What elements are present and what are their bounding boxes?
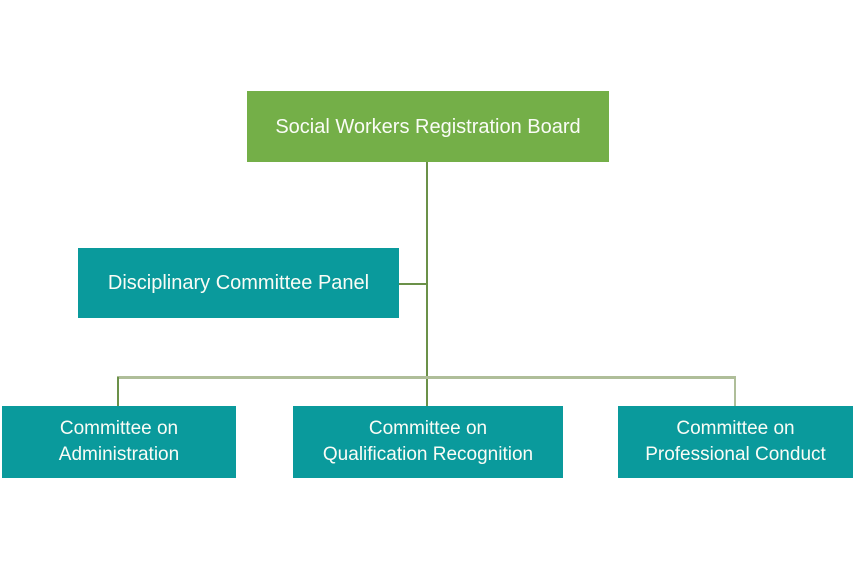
org-node-registration-board: Social Workers Registration Board bbox=[247, 91, 609, 162]
org-node-committee-professional-conduct: Committee on Professional Conduct bbox=[618, 406, 853, 478]
org-node-label-line: Committee on bbox=[59, 418, 179, 439]
connector-panel-branch bbox=[399, 283, 426, 285]
org-node-disciplinary-committee-panel: Disciplinary Committee Panel bbox=[78, 248, 399, 318]
connector-drop-left bbox=[117, 377, 119, 406]
org-node-label-line: Administration bbox=[58, 444, 180, 465]
org-node-label-line: Committee on bbox=[368, 418, 488, 439]
connector-drop-right bbox=[734, 377, 736, 406]
org-node-label: Disciplinary Committee Panel bbox=[107, 272, 370, 294]
org-node-label-line: Professional Conduct bbox=[645, 444, 826, 465]
org-node-label-line: Committee on bbox=[676, 418, 795, 439]
connector-root-to-children bbox=[426, 162, 428, 406]
org-node-label-line: Qualification Recognition bbox=[322, 444, 534, 465]
org-node-committee-qualification-recognition: Committee on Qualification Recognition bbox=[293, 406, 563, 478]
connector-children-horizontal bbox=[117, 376, 736, 379]
org-node-label: Social Workers Registration Board bbox=[275, 115, 581, 138]
org-node-committee-administration: Committee on Administration bbox=[2, 406, 236, 478]
